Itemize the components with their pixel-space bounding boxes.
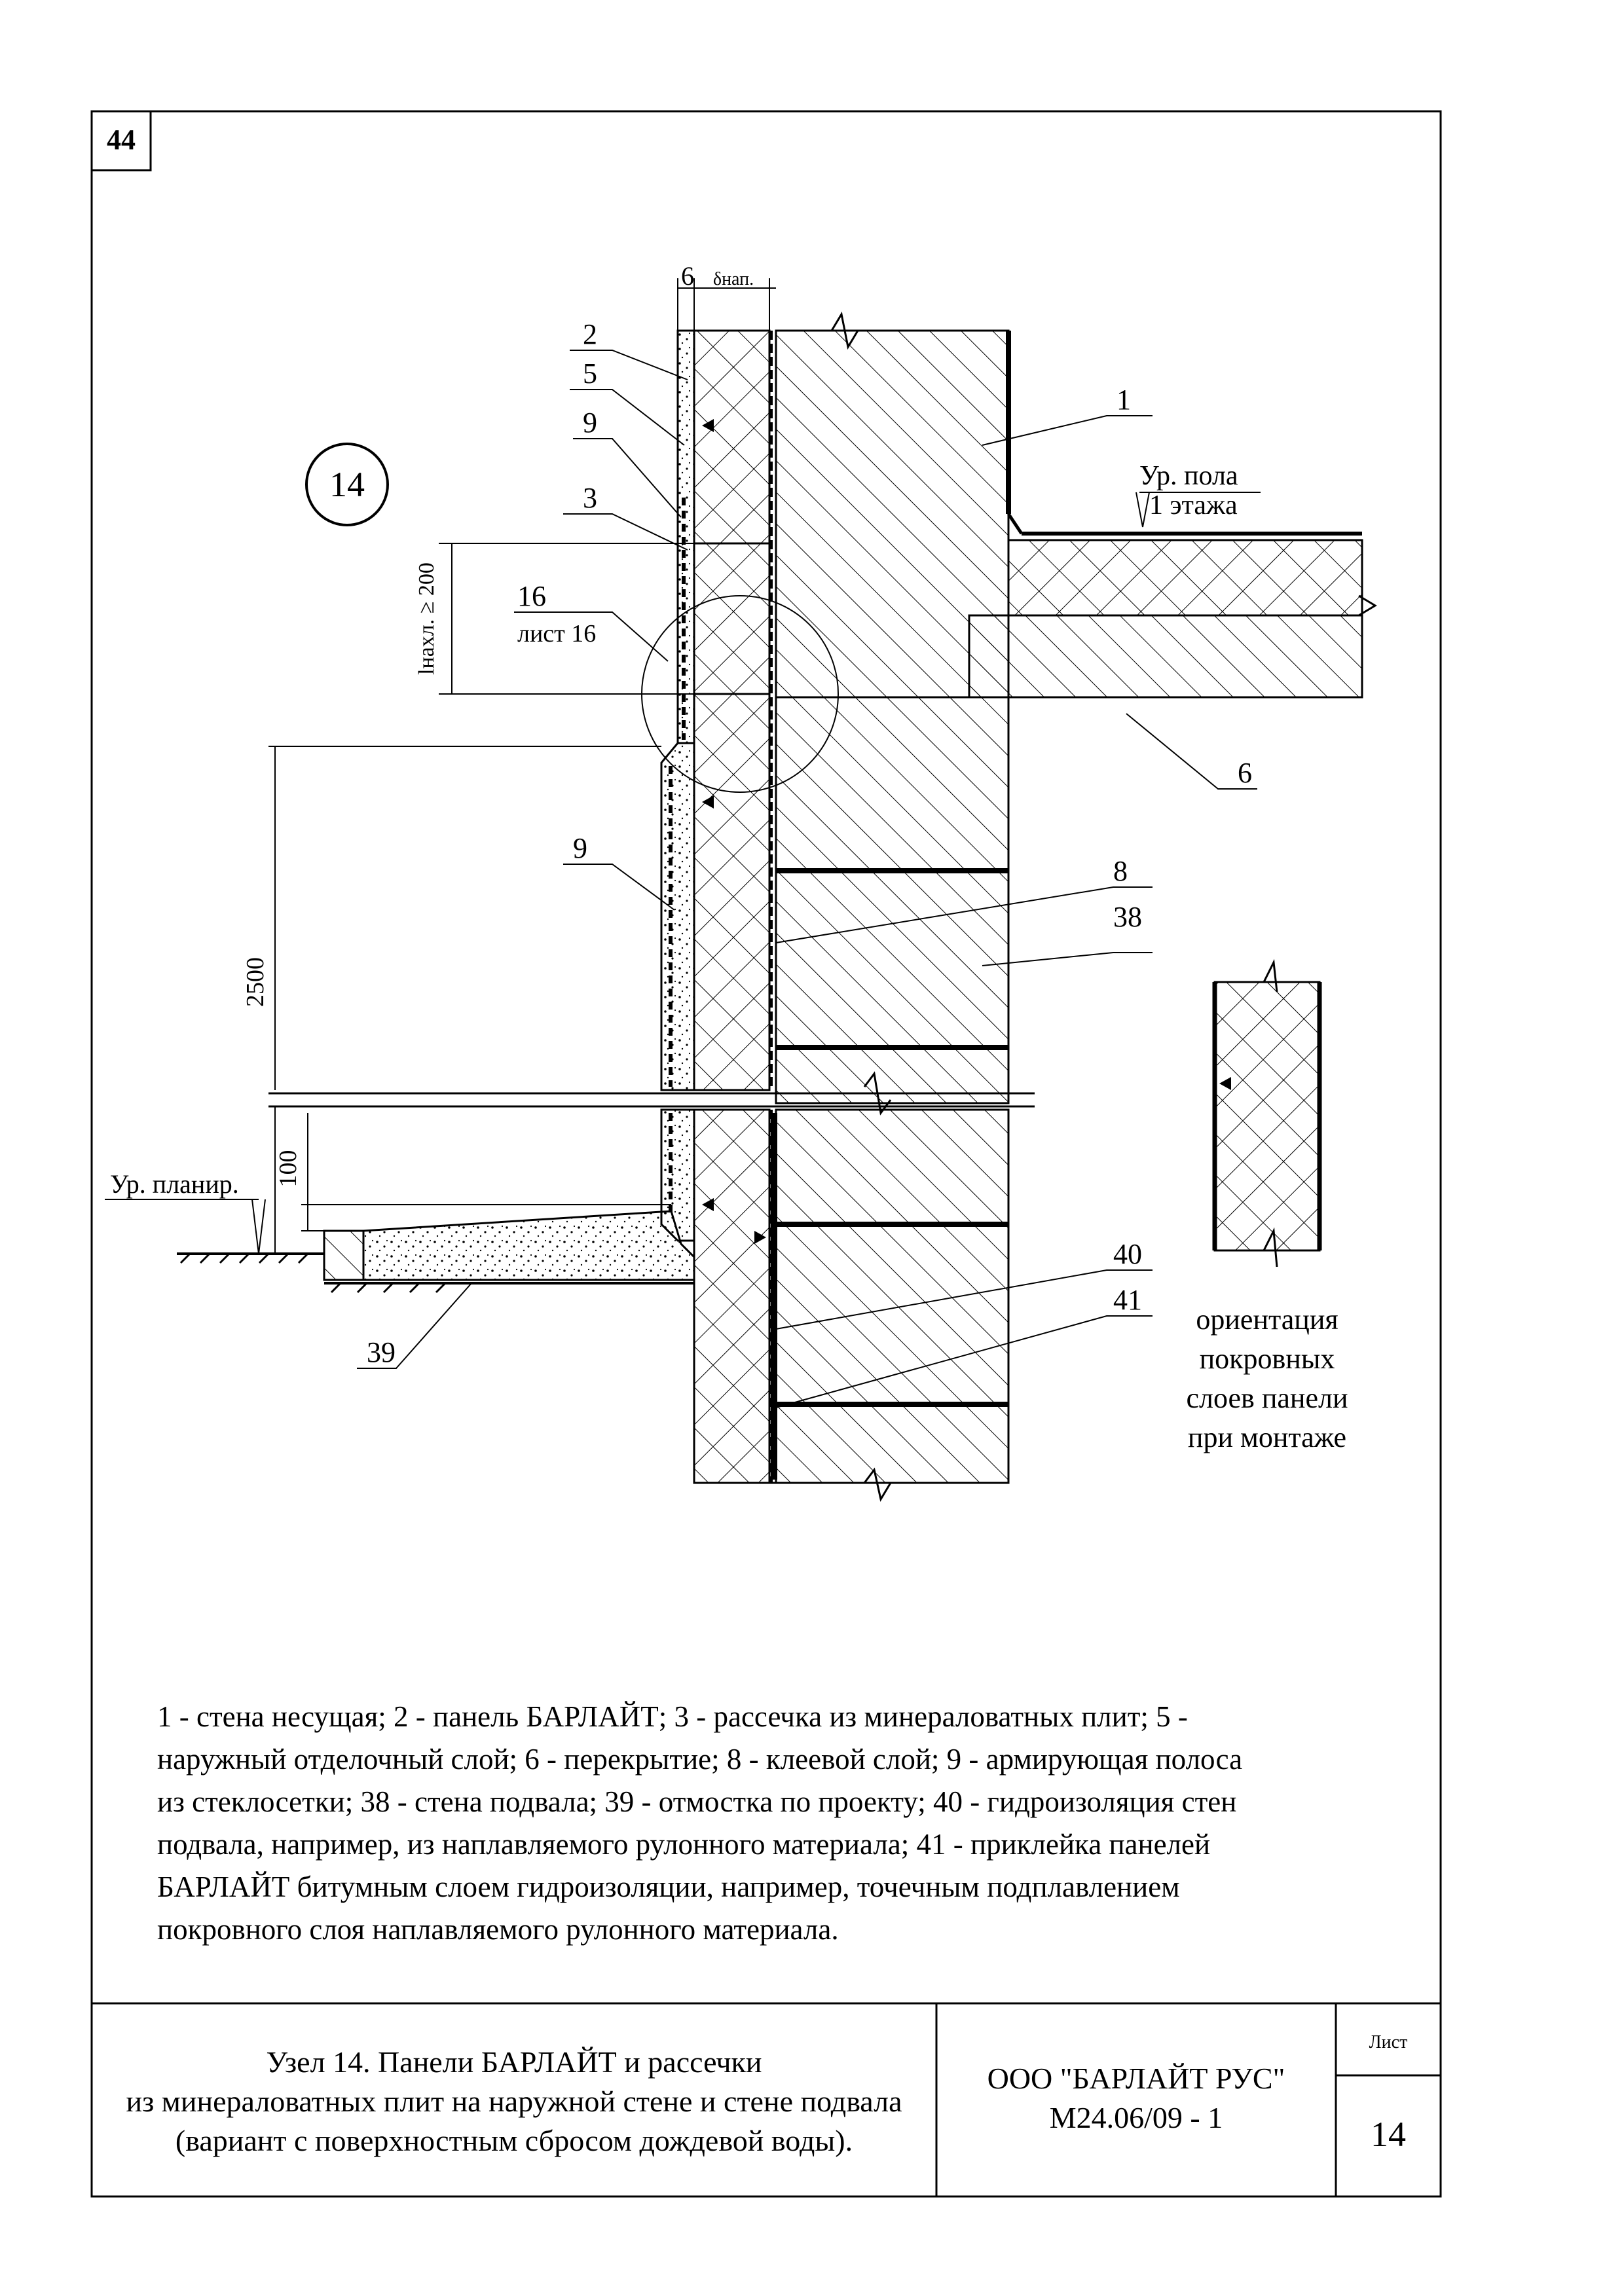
outer-finish-thick	[660, 742, 695, 1091]
orientation-note-3: слоев панели	[1187, 1382, 1348, 1414]
callout-38: 38	[1113, 901, 1142, 933]
callout-16-sheet: лист 16	[517, 620, 596, 647]
sheet-frame	[90, 110, 1442, 2198]
orientation-note-1: ориентация	[1196, 1303, 1338, 1336]
floor-level-sub: 1 этажа	[1149, 490, 1238, 520]
legend-line: из стеклосетки; 38 - стена подвала; 39 -…	[157, 1785, 1237, 1818]
callout-leaders	[357, 350, 1257, 1408]
page-number-box	[90, 110, 152, 172]
callout-39: 39	[367, 1336, 396, 1368]
legend: 1 - стена несущая; 2 - панель БАРЛАЙТ; 3…	[157, 1696, 1401, 1951]
legend-line: покровного слоя наплавляемого рулонного …	[157, 1913, 839, 1946]
barlight-panel	[693, 329, 771, 1091]
callout-6: 6	[1238, 757, 1252, 789]
floor-level-label: Ур. пола	[1139, 461, 1238, 491]
document-code: М24.06/09 - 1	[1049, 2101, 1223, 2134]
title-block-title: Узел 14. Панели БАРЛАЙТ и рассечки из ми…	[95, 2043, 933, 2160]
title-line-1: Узел 14. Панели БАРЛАЙТ и рассечки	[266, 2045, 762, 2079]
floor-slab	[968, 614, 1363, 699]
title-block-company: ООО "БАРЛАЙТ РУС" М24.06/09 - 1	[940, 2059, 1333, 2138]
basement-wall-lower	[775, 1108, 1010, 1484]
floor-insulation	[1007, 539, 1363, 617]
callout-9-top: 9	[583, 407, 597, 439]
dim-2500: 2500	[242, 957, 269, 1007]
legend-line: наружный отделочный слой; 6 - перекрытие…	[157, 1743, 1243, 1776]
legend-line: подвала, например, из наплавляемого руло…	[157, 1828, 1211, 1861]
dim-delta: δнап.	[713, 269, 754, 289]
sheet-number: 14	[1371, 2115, 1406, 2154]
dim-6-top: 6	[681, 261, 694, 291]
page-number: 44	[107, 124, 136, 156]
company-name: ООО "БАРЛАЙТ РУС"	[987, 2062, 1285, 2095]
orientation-note-4: при монтаже	[1188, 1421, 1346, 1453]
callout-3: 3	[583, 482, 597, 514]
node-marker-circle	[305, 443, 389, 526]
orientation-panel	[1213, 981, 1321, 1252]
callout-41: 41	[1113, 1284, 1142, 1316]
callout-2: 2	[583, 318, 597, 350]
callout-40: 40	[1113, 1238, 1142, 1270]
dim-100: 100	[274, 1150, 302, 1188]
outer-finish-top	[676, 329, 695, 744]
title-line-3: (вариант с поверхностным сбросом дождево…	[175, 2124, 853, 2157]
basement-wall	[775, 696, 1010, 1104]
orientation-note-2: покровных	[1200, 1343, 1335, 1375]
grade-level-label: Ур. планир.	[110, 1169, 239, 1199]
dim-overlap: lнахл. ≥ 200	[415, 562, 439, 675]
barlight-panel-lower	[693, 1108, 771, 1484]
callout-1: 1	[1116, 384, 1131, 416]
callout-8: 8	[1113, 855, 1128, 887]
callout-16: 16	[517, 580, 546, 612]
curb-stone	[323, 1230, 365, 1281]
legend-line: 1 - стена несущая; 2 - панель БАРЛАЙТ; 3…	[157, 1700, 1188, 1733]
callout-5: 5	[583, 357, 597, 390]
sheet-label: Лист	[1369, 2032, 1408, 2052]
node-marker: 14	[329, 465, 365, 504]
legend-line: БАРЛАЙТ битумным слоем гидроизоляции, на…	[157, 1870, 1180, 1903]
blind-area	[362, 1210, 695, 1281]
callout-9-mid: 9	[573, 832, 587, 864]
title-line-2: из минераловатных плит на наружной стене…	[126, 2085, 902, 2118]
